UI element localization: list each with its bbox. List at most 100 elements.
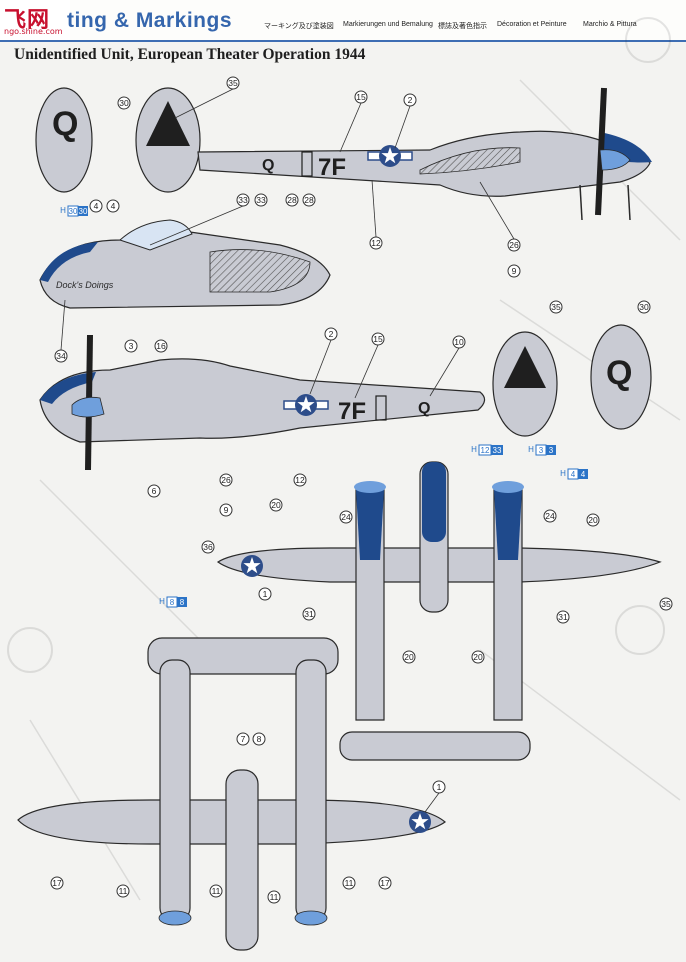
lang-japanese: マーキング及び塗装図: [264, 23, 334, 30]
svg-text:11: 11: [270, 892, 279, 902]
svg-text:35: 35: [228, 78, 238, 88]
paint-code-labels: H 12 33 H 3 3 H 4 4 H 8 8 H 30 30: [60, 205, 588, 608]
svg-text:3: 3: [549, 446, 554, 455]
svg-text:12: 12: [295, 475, 305, 485]
svg-text:20: 20: [404, 652, 414, 662]
right-profile-view: Q 7F Q: [39, 324, 652, 471]
callout: 11: [342, 876, 356, 890]
small-q-code-2: Q: [418, 400, 430, 417]
svg-text:8: 8: [257, 734, 262, 744]
callout: 15: [371, 332, 385, 346]
svg-text:11: 11: [119, 886, 128, 896]
svg-text:H: H: [60, 206, 66, 215]
fuselage-code-7f-2: 7F: [338, 398, 366, 425]
svg-text:33: 33: [256, 195, 266, 205]
callout: 20: [269, 498, 283, 512]
svg-text:28: 28: [287, 195, 297, 205]
svg-text:35: 35: [551, 302, 561, 312]
lang-chinese: 標誌及著色指示: [438, 23, 487, 30]
svg-text:20: 20: [588, 515, 598, 525]
callout: 28: [302, 193, 316, 207]
callout: 7: [236, 732, 250, 746]
callout: 4: [106, 199, 120, 213]
svg-text:20: 20: [473, 652, 483, 662]
svg-text:28: 28: [304, 195, 314, 205]
paint-code-group: H 30 30: [60, 205, 88, 217]
callout: 24: [339, 510, 353, 524]
svg-text:12: 12: [481, 446, 490, 455]
tail-triangle-marking: [146, 101, 190, 146]
callout: 30: [117, 96, 131, 110]
left-profile-view: Q 7F Q: [35, 87, 652, 221]
callout: 12: [369, 236, 383, 250]
svg-text:4: 4: [111, 201, 116, 211]
svg-text:15: 15: [356, 92, 366, 102]
callout: 17: [50, 876, 64, 890]
callout: 26: [507, 238, 521, 252]
tail-fin-left-outline: [35, 87, 93, 193]
callout: 9: [507, 264, 521, 278]
svg-text:16: 16: [156, 341, 166, 351]
svg-text:30: 30: [69, 207, 78, 216]
leader-lines: [60, 88, 515, 813]
svg-text:2: 2: [329, 329, 334, 339]
fuselage-code-7f: 7F: [318, 154, 346, 181]
svg-text:15: 15: [373, 334, 383, 344]
svg-text:4: 4: [94, 201, 99, 211]
svg-text:31: 31: [558, 612, 568, 622]
svg-text:8: 8: [180, 598, 185, 607]
paint-code-group: H 12 33 H 3 3: [471, 444, 556, 456]
callout: 36: [201, 540, 215, 554]
callout: 2: [324, 327, 338, 341]
svg-text:3: 3: [129, 341, 134, 351]
svg-text:9: 9: [224, 505, 229, 515]
callout-numbers: 35 30 15 2 12 26 9 33 33 28 28 4 4 34 3 …: [50, 76, 673, 904]
callout: 16: [154, 339, 168, 353]
callout: 12: [293, 473, 307, 487]
callout: 20: [402, 650, 416, 664]
callout: 31: [302, 607, 316, 621]
top-plan-view: [216, 461, 662, 761]
page-title: ting & Markings: [67, 9, 233, 32]
callout: 8: [252, 732, 266, 746]
logo-url: ngo.shine.com: [4, 27, 63, 36]
svg-text:H: H: [528, 445, 534, 454]
callout: 34: [54, 349, 68, 363]
scheme-subtitle: Unidentified Unit, European Theater Oper…: [14, 46, 366, 63]
svg-text:36: 36: [203, 542, 213, 552]
svg-text:8: 8: [170, 598, 175, 607]
callout: 4: [89, 199, 103, 213]
svg-text:35: 35: [661, 599, 671, 609]
callout: 1: [258, 587, 272, 601]
header-band: [0, 0, 686, 42]
callout: 11: [116, 884, 130, 898]
callout: 26: [219, 473, 233, 487]
callout: 3: [124, 339, 138, 353]
svg-text:6: 6: [152, 486, 157, 496]
cockpit-detail-view: Dock's Doings: [39, 219, 331, 309]
paint-code-group: H 8 8: [159, 596, 187, 608]
svg-text:7: 7: [241, 734, 246, 744]
lang-italian: Marchio & Pittura: [583, 21, 637, 28]
callout: 24: [543, 509, 557, 523]
svg-text:3: 3: [539, 446, 544, 455]
callout: 33: [236, 193, 250, 207]
paint-code-group: H 4 4: [560, 468, 588, 480]
callout: 28: [285, 193, 299, 207]
svg-text:33: 33: [238, 195, 248, 205]
svg-text:24: 24: [341, 512, 351, 522]
spinner-blue: [599, 149, 631, 171]
canopy: [119, 219, 193, 251]
svg-text:11: 11: [212, 886, 221, 896]
svg-text:2: 2: [408, 95, 413, 105]
callout: 10: [452, 335, 466, 349]
callout: 20: [586, 513, 600, 527]
svg-text:4: 4: [571, 470, 576, 479]
anti-glare-hatched: [419, 147, 521, 175]
svg-text:10: 10: [454, 337, 464, 347]
tail-letter-q-2: Q: [606, 354, 632, 392]
svg-text:33: 33: [493, 446, 502, 455]
svg-text:H: H: [471, 445, 477, 454]
